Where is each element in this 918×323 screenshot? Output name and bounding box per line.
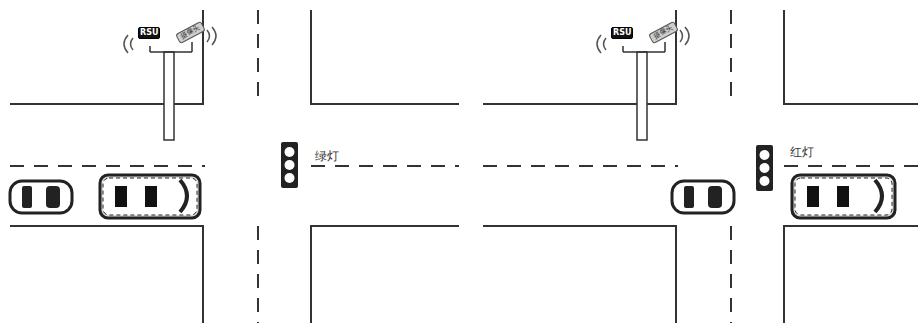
camera: 摄像头	[648, 20, 679, 43]
right-scene	[597, 27, 895, 218]
camera-label: 摄像头	[652, 24, 674, 40]
rsu-box: RSU	[138, 27, 160, 39]
rsu-box: RSU	[611, 27, 633, 39]
signal-state: 绿灯	[314, 148, 340, 165]
left-scene	[10, 27, 298, 218]
camera-label: 摄像头	[179, 24, 201, 40]
rsu-label: RSU	[613, 29, 631, 37]
road-edges	[10, 10, 918, 323]
camera: 摄像头	[175, 20, 206, 43]
signal-state: 红灯	[789, 144, 815, 161]
rsu-label: RSU	[140, 29, 158, 37]
lane-markings	[10, 10, 918, 323]
